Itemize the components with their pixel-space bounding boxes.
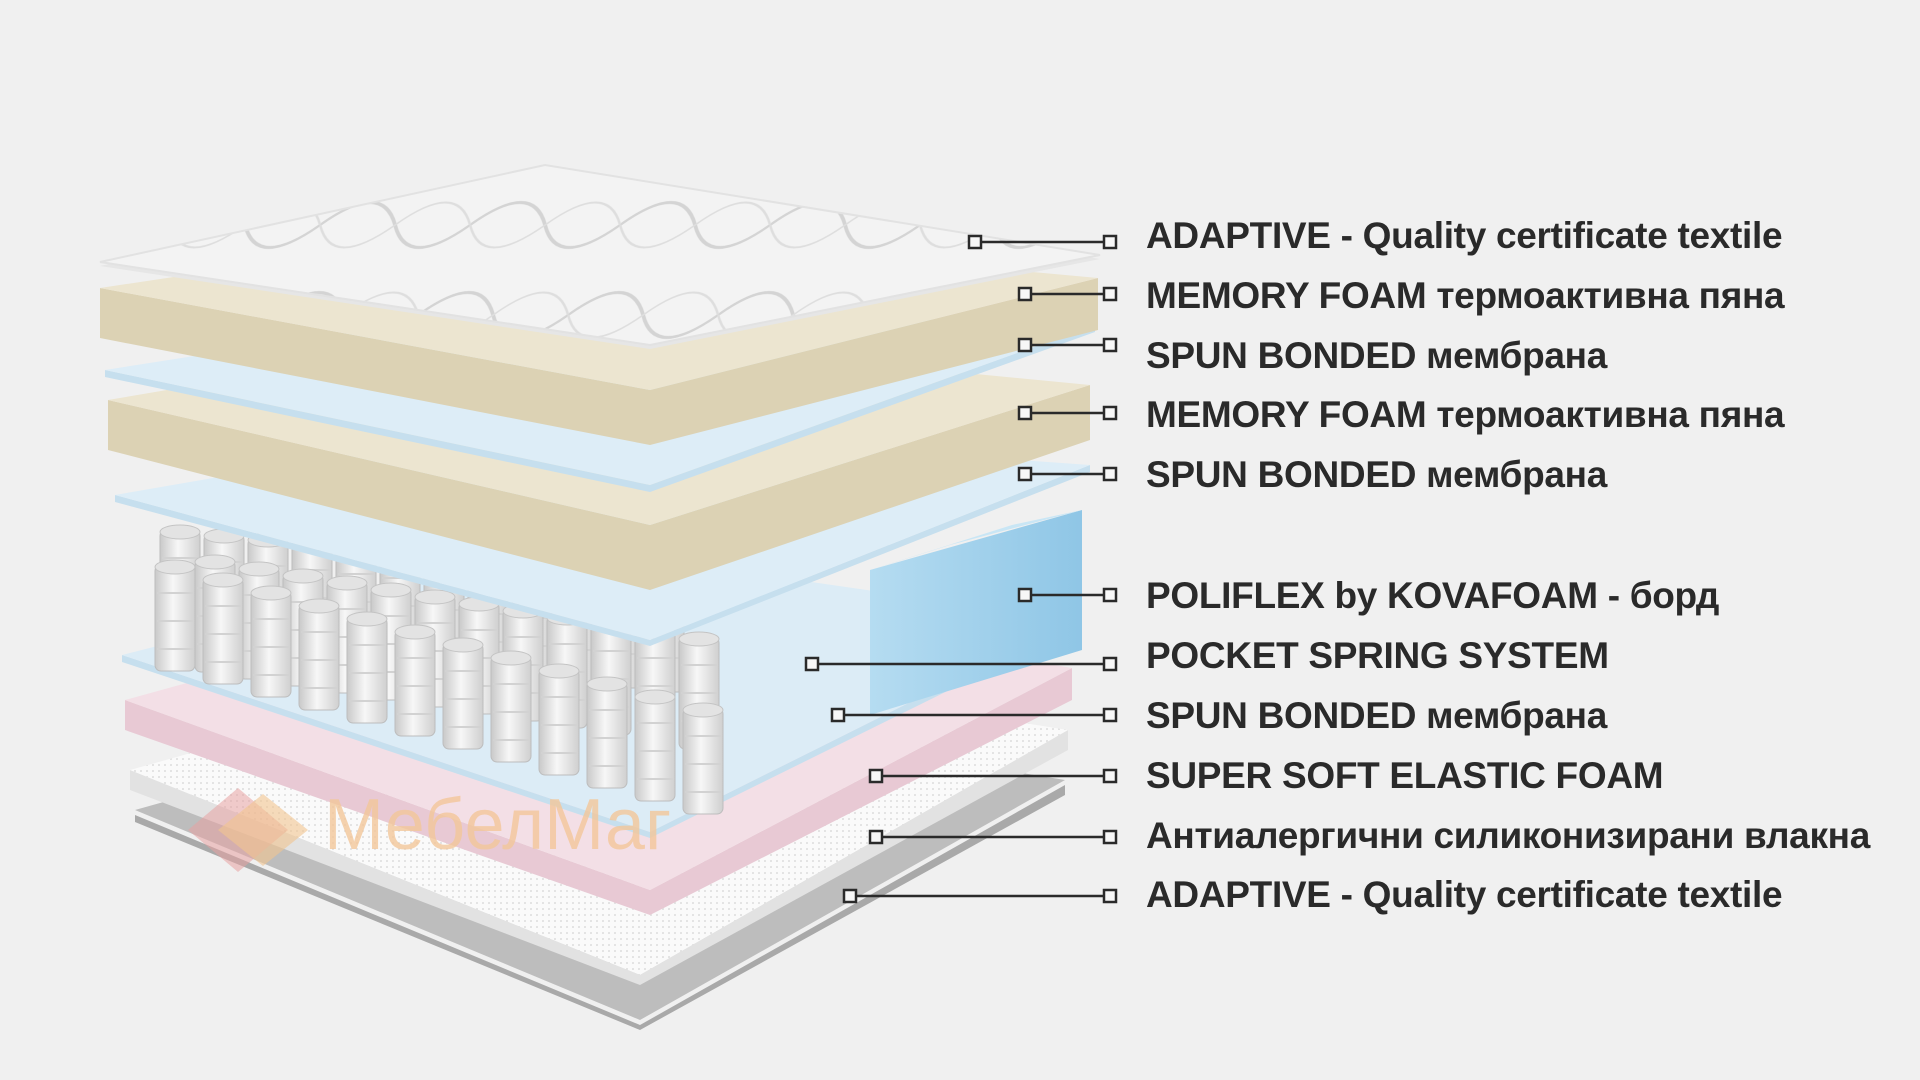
spring-top bbox=[678, 631, 720, 647]
spring-top bbox=[414, 589, 456, 605]
spring-top bbox=[682, 702, 724, 718]
spring-top bbox=[238, 561, 280, 577]
leader-marker bbox=[1102, 888, 1118, 904]
label-spun-bonded-1: SPUN BONDED мембрана bbox=[1146, 335, 1607, 376]
leader-marker bbox=[1102, 656, 1118, 672]
watermark: МебелМаг bbox=[178, 780, 718, 880]
spring-top bbox=[442, 637, 484, 653]
leader-marker bbox=[1102, 829, 1118, 845]
spring-coil bbox=[298, 603, 340, 711]
spring-top bbox=[586, 676, 628, 692]
leader-marker bbox=[1017, 587, 1033, 603]
spring-coil bbox=[442, 642, 484, 750]
leader-marker bbox=[868, 829, 884, 845]
spring-coil bbox=[538, 668, 580, 776]
label-silicone-fibers: Антиалергични силиконизирани влакна bbox=[1146, 815, 1870, 856]
spring-top bbox=[490, 650, 532, 666]
leader-marker bbox=[1102, 466, 1118, 482]
watermark-logo-icon bbox=[188, 788, 308, 872]
pocket-spring-system bbox=[154, 524, 724, 815]
spring-top bbox=[326, 575, 368, 591]
spring-top bbox=[282, 568, 324, 584]
spring-top bbox=[634, 689, 676, 705]
leader-marker bbox=[1102, 234, 1118, 250]
leader-marker bbox=[1017, 405, 1033, 421]
spring-top bbox=[202, 572, 244, 588]
label-adaptive-top: ADAPTIVE - Quality certificate textile bbox=[1146, 215, 1783, 256]
leader-marker bbox=[1102, 337, 1118, 353]
leader-marker bbox=[842, 888, 858, 904]
leader-marker bbox=[830, 707, 846, 723]
leader-marker bbox=[1017, 337, 1033, 353]
spring-coil bbox=[346, 616, 388, 724]
spring-coil bbox=[586, 681, 628, 789]
spring-top bbox=[250, 585, 292, 601]
spring-top bbox=[154, 559, 196, 575]
label-super-soft-foam: SUPER SOFT ELASTIC FOAM bbox=[1146, 755, 1664, 796]
spring-coil bbox=[250, 590, 292, 698]
spring-coil bbox=[490, 655, 532, 763]
leader-marker bbox=[1102, 707, 1118, 723]
spring-top bbox=[159, 524, 201, 540]
spring-top bbox=[370, 582, 412, 598]
spring-coil bbox=[394, 629, 436, 737]
spring-coil bbox=[154, 564, 196, 672]
label-memory-foam-1: MEMORY FOAM термоактивна пяна bbox=[1146, 275, 1785, 316]
label-memory-foam-2: MEMORY FOAM термоактивна пяна bbox=[1146, 394, 1785, 435]
spring-top bbox=[538, 663, 580, 679]
leader-marker bbox=[1102, 405, 1118, 421]
spring-top bbox=[346, 611, 388, 627]
label-adaptive-bottom: ADAPTIVE - Quality certificate textile bbox=[1146, 874, 1783, 915]
leader-lines bbox=[804, 234, 1118, 904]
spring-coil bbox=[202, 577, 244, 685]
leader-marker bbox=[1102, 286, 1118, 302]
label-spun-bonded-2: SPUN BONDED мембрана bbox=[1146, 454, 1607, 495]
watermark-text: МебелМаг bbox=[324, 785, 672, 865]
label-spun-bonded-3: SPUN BONDED мембрана bbox=[1146, 695, 1607, 736]
leader-marker bbox=[1017, 466, 1033, 482]
leader-marker bbox=[868, 768, 884, 784]
leader-marker bbox=[1102, 768, 1118, 784]
label-poliflex-border: POLIFLEX by KOVAFOAM - борд bbox=[1146, 575, 1720, 616]
leader-marker bbox=[1017, 286, 1033, 302]
leader-marker bbox=[1102, 587, 1118, 603]
layer-top-textile bbox=[99, 163, 1101, 349]
spring-top bbox=[298, 598, 340, 614]
label-pocket-spring-system: POCKET SPRING SYSTEM bbox=[1146, 635, 1609, 676]
spring-top bbox=[194, 554, 236, 570]
spring-top bbox=[394, 624, 436, 640]
leader-marker bbox=[967, 234, 983, 250]
leader-marker bbox=[804, 656, 820, 672]
